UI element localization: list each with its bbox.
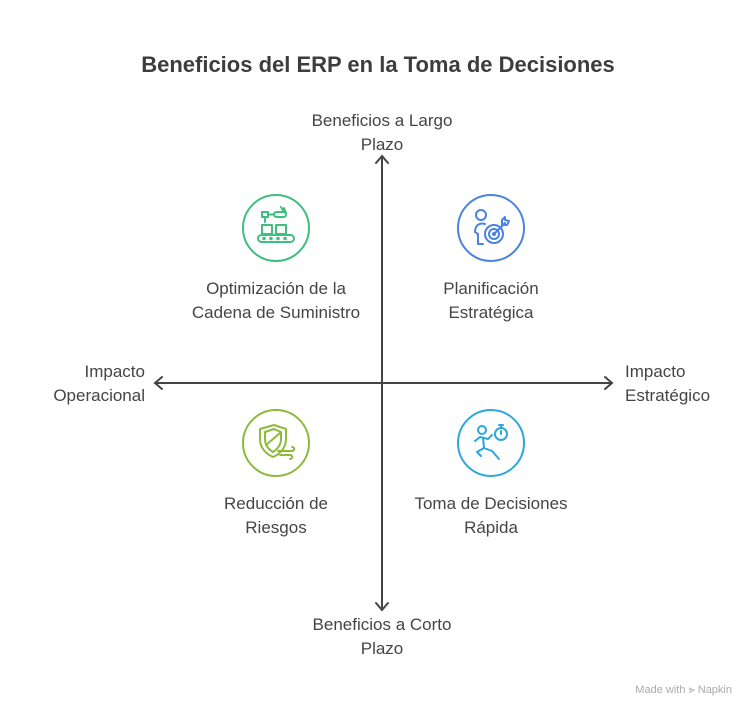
axis-label-bottom: Beneficios a Corto Plazo xyxy=(312,615,452,658)
arrow-down-icon xyxy=(375,602,389,612)
axis-label-top: Beneficios a Largo Plazo xyxy=(311,111,453,154)
fast-decisions-icon-circle xyxy=(457,409,525,477)
shield-wind-icon xyxy=(259,424,296,460)
quadrant-label-fast-decisions: Toma de Decisiones Rápida xyxy=(414,494,568,537)
quadrant-label-supply-chain: Optimización de la Cadena de Suministro xyxy=(191,279,361,322)
napkin-watermark: Made with ⪢ Napkin xyxy=(635,684,732,696)
quadrant-label-risk-reduction: Reducción de Riesgos xyxy=(224,494,328,537)
person-target-icon xyxy=(474,209,510,245)
axis-label-left: Impacto Operacional xyxy=(53,362,145,405)
risk-reduction-icon-circle xyxy=(242,409,310,477)
diagram-title: Beneficios del ERP en la Toma de Decisio… xyxy=(141,52,615,77)
axis-label-right: Impacto Estratégico xyxy=(625,362,711,405)
running-stopwatch-icon xyxy=(474,424,508,460)
arrow-up-icon xyxy=(375,154,389,164)
conveyor-robot-arm-icon xyxy=(257,206,295,243)
supply-chain-icon-circle xyxy=(242,194,310,262)
quadrant-label-strategic-planning: Planificación Estratégica xyxy=(443,279,539,322)
strategic-planning-icon-circle xyxy=(457,194,525,262)
arrow-left-icon xyxy=(153,376,163,390)
arrow-right-icon xyxy=(604,376,614,390)
